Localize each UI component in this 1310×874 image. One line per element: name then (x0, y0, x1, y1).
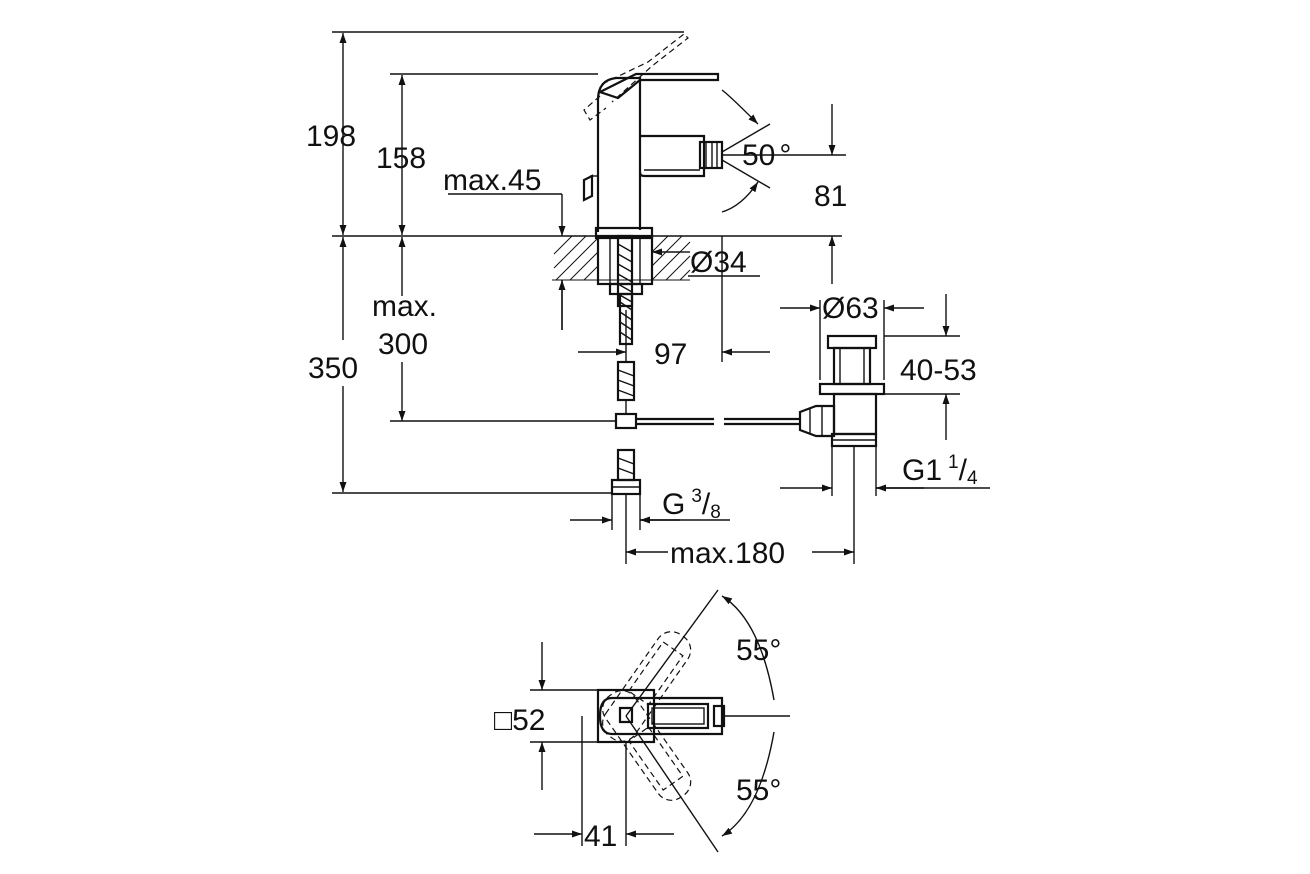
mixer-body (582, 33, 800, 496)
dim-spout-reach: 97 (654, 338, 687, 371)
deck-hatching (552, 235, 691, 281)
dim-max-reach: max.180 (670, 537, 785, 570)
dim-rotation-down: 55° (736, 774, 781, 807)
waste-assembly (798, 334, 886, 448)
dim-spout-above-deck: 81 (814, 180, 847, 213)
dim-total-height: 198 (306, 120, 356, 153)
dim-rotation-up: 55° (736, 634, 781, 667)
dim-base-offset: 41 (584, 820, 617, 853)
dim-waste-range: 40-53 (900, 354, 977, 387)
dim-below-deck-max-label: max. (372, 290, 437, 323)
dim-below-deck-max-value: 300 (378, 328, 428, 361)
dim-deck-thickness: max.45 (443, 164, 541, 197)
dim-below-deck-total: 350 (308, 352, 358, 385)
dim-spout-height: 158 (376, 142, 426, 175)
top-view: 55° 55° □52 41 (494, 589, 790, 853)
side-view: 198 158 max.45 50° 81 Ø34 max. 300 (306, 31, 990, 570)
dim-waste-diameter: Ø63 (822, 292, 879, 325)
dim-base-square: □52 (494, 704, 546, 737)
dim-hole-diameter: Ø34 (690, 246, 747, 279)
